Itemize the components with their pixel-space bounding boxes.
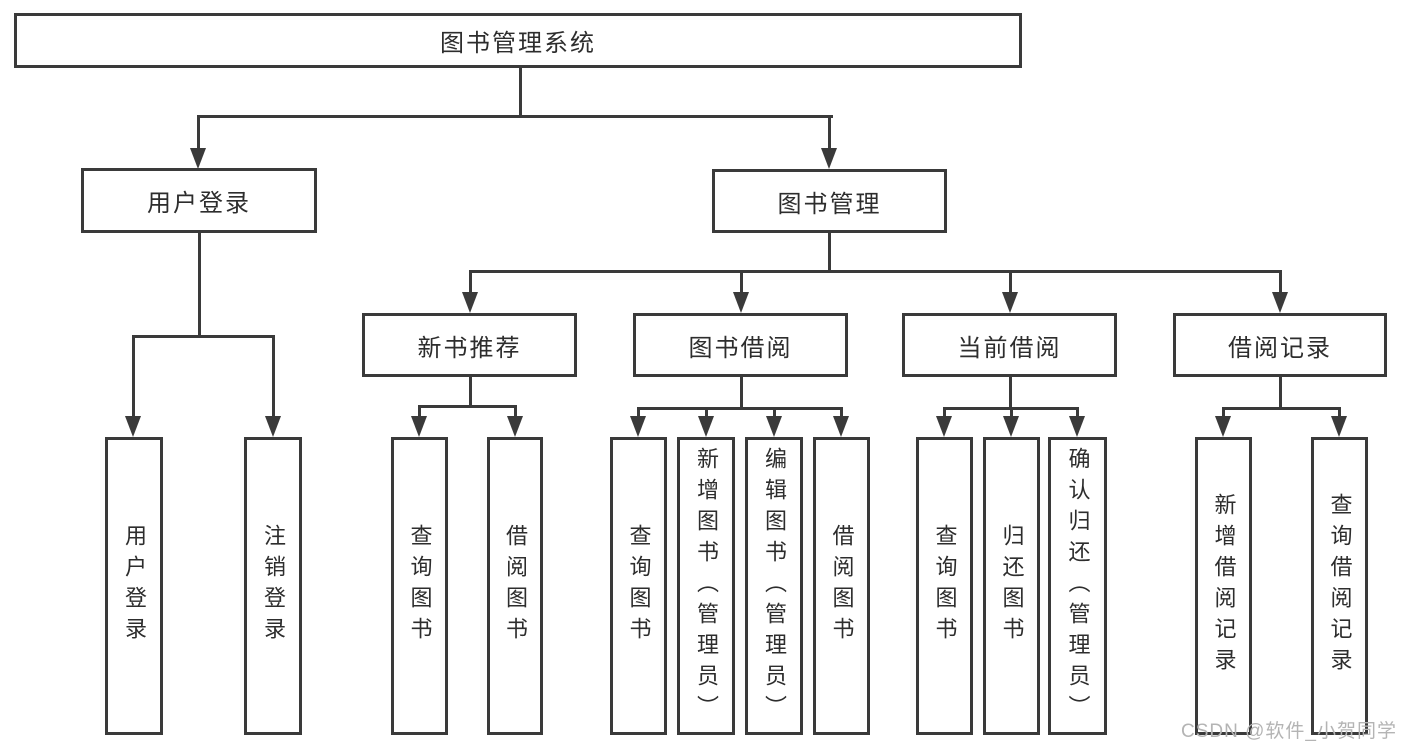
arrowhead-down <box>1272 292 1288 313</box>
leaf-add-book-admin: 新增图书（管理员） <box>677 437 735 735</box>
connector-line <box>418 405 517 408</box>
connector-line <box>828 233 831 270</box>
node-book-management: 图书管理 <box>712 169 947 233</box>
leaf-query-borrow-record: 查询借阅记录 <box>1311 437 1368 735</box>
connector-line <box>740 270 743 293</box>
connector-line <box>1338 407 1341 417</box>
connector-line <box>198 233 201 335</box>
connector-line <box>1010 407 1013 417</box>
leaf-label: 借阅图书 <box>829 524 855 648</box>
arrowhead-down <box>833 416 849 437</box>
node-borrowing-records: 借阅记录 <box>1173 313 1387 377</box>
node-label: 新书推荐 <box>417 334 522 362</box>
node-user-login: 用户登录 <box>81 168 317 233</box>
connector-line <box>1076 407 1079 417</box>
connector-line <box>1222 407 1225 417</box>
arrowhead-down <box>462 292 478 313</box>
node-library-management-system: 图书管理系统 <box>14 13 1022 68</box>
arrowhead-down <box>125 416 141 437</box>
arrowhead-down <box>1215 416 1231 437</box>
node-book-borrowing: 图书借阅 <box>633 313 848 377</box>
leaf-label: 编辑图书（管理员） <box>762 446 787 726</box>
connector-line <box>132 335 275 338</box>
leaf-edit-book-admin: 编辑图书（管理员） <box>745 437 803 735</box>
watermark: CSDN @软件_小贺同学 <box>1181 721 1397 742</box>
leaf-label: 新增图书（管理员） <box>694 446 719 726</box>
connector-line <box>828 115 831 150</box>
arrowhead-down <box>265 416 281 437</box>
connector-line <box>840 407 843 417</box>
connector-line <box>740 377 743 407</box>
leaf-label: 查询图书 <box>407 524 433 648</box>
arrowhead-down <box>630 416 646 437</box>
leaf-query-books-borrowing: 查询图书 <box>610 437 667 735</box>
connector-line <box>514 405 517 417</box>
connector-line <box>469 270 1282 273</box>
connector-line <box>1222 407 1340 410</box>
leaf-logout: 注销登录 <box>244 437 302 735</box>
node-new-book-recommendation: 新书推荐 <box>362 313 577 377</box>
connector-line <box>197 115 200 150</box>
leaf-label: 归还图书 <box>999 524 1025 648</box>
leaf-borrow-books-recommend: 借阅图书 <box>487 437 543 735</box>
leaf-return-books: 归还图书 <box>983 437 1040 735</box>
arrowhead-down <box>821 148 837 169</box>
arrowhead-down <box>766 416 782 437</box>
arrowhead-down <box>698 416 714 437</box>
connector-line <box>637 407 843 410</box>
arrowhead-down <box>733 292 749 313</box>
leaf-label: 查询借阅记录 <box>1327 493 1353 679</box>
arrowhead-down <box>507 416 523 437</box>
connector-line <box>1279 270 1282 293</box>
connector-line <box>943 407 946 417</box>
connector-line <box>705 407 708 417</box>
connector-line <box>773 407 776 417</box>
connector-line <box>418 405 421 417</box>
connector-line <box>519 68 522 115</box>
connector-line <box>1279 377 1282 407</box>
leaf-borrow-books-borrowing: 借阅图书 <box>813 437 870 735</box>
connector-line <box>272 335 275 417</box>
leaf-confirm-return-admin: 确认归还（管理员） <box>1048 437 1107 735</box>
leaf-label: 查询图书 <box>932 524 958 648</box>
leaf-query-books-current: 查询图书 <box>916 437 973 735</box>
leaf-label: 注销登录 <box>261 524 286 648</box>
node-label: 图书管理 <box>777 190 882 218</box>
connector-line <box>132 335 135 417</box>
leaf-add-borrow-record: 新增借阅记录 <box>1195 437 1252 735</box>
leaf-query-books-recommend: 查询图书 <box>391 437 448 735</box>
arrowhead-down <box>411 416 427 437</box>
connector-line <box>197 115 833 118</box>
connector-line <box>1009 270 1012 293</box>
connector-line <box>1009 377 1012 407</box>
leaf-label: 借阅图书 <box>503 524 528 648</box>
arrowhead-down <box>1331 416 1347 437</box>
leaf-label: 新增借阅记录 <box>1211 493 1237 679</box>
leaf-user-login: 用户登录 <box>105 437 163 735</box>
arrowhead-down <box>1069 416 1085 437</box>
connector-line <box>469 377 472 405</box>
leaf-label: 确认归还（管理员） <box>1065 446 1091 726</box>
node-current-borrowing: 当前借阅 <box>902 313 1117 377</box>
arrowhead-down <box>1002 292 1018 313</box>
arrowhead-down <box>190 148 206 169</box>
node-label: 图书管理系统 <box>440 30 596 57</box>
connector-line <box>469 270 472 293</box>
node-label: 借阅记录 <box>1228 334 1332 362</box>
connector-line <box>637 407 640 417</box>
node-label: 图书借阅 <box>688 334 793 362</box>
leaf-label: 查询图书 <box>626 524 652 648</box>
node-label: 用户登录 <box>147 190 251 217</box>
node-label: 当前借阅 <box>957 334 1062 362</box>
arrowhead-down <box>1003 416 1019 437</box>
arrowhead-down <box>936 416 952 437</box>
leaf-label: 用户登录 <box>122 524 147 648</box>
